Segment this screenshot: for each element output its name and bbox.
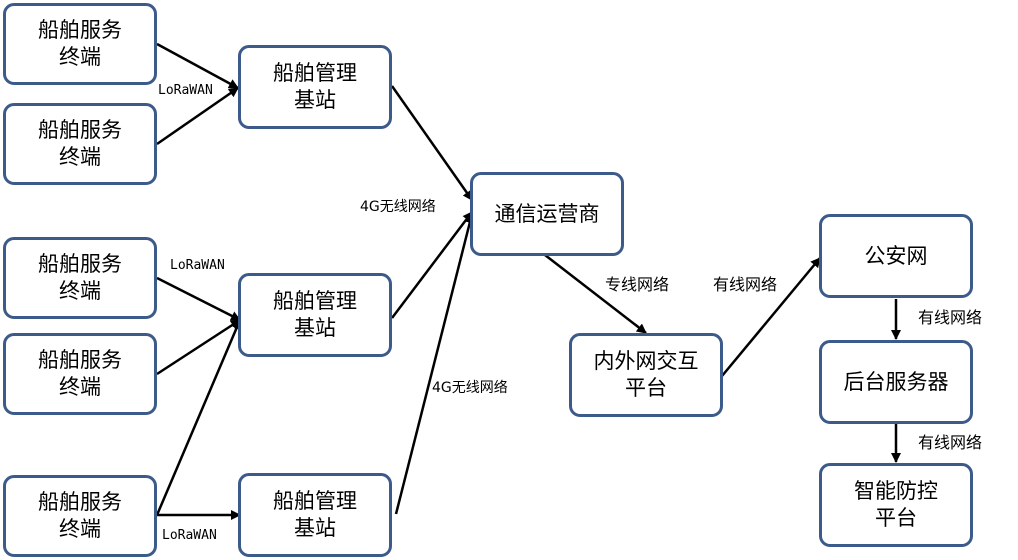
base-station-1: 船舶管理 基站: [238, 45, 392, 129]
edge-label-wired-1: 有线网络: [713, 275, 778, 294]
base-station-3: 船舶管理 基站: [238, 473, 392, 557]
smart-prevention-platform: 智能防控 平台: [819, 463, 973, 547]
edge-label-wired-3: 有线网络: [918, 433, 983, 452]
edge-label-lorawan-3: LoRaWAN: [162, 528, 217, 543]
edge-terminal-5-to-station-2: [155, 319, 242, 516]
ship-terminal-5: 船舶服务 终端: [3, 475, 157, 557]
edge-label-dedicated-line: 专线网络: [605, 275, 670, 294]
ship-terminal-2: 船舶服务 终端: [3, 103, 157, 185]
police-network: 公安网: [819, 214, 973, 298]
ship-terminal-1: 船舶服务 终端: [3, 3, 157, 85]
ship-terminal-3: 船舶服务 终端: [3, 237, 157, 319]
edge-label-lorawan-2: LoRaWAN: [170, 258, 225, 273]
edge-label-4g-wireless-1: 4G无线网络: [360, 199, 436, 215]
edge-station-1-to-carrier: [390, 85, 474, 201]
edge-station-3-to-carrier: [394, 213, 475, 515]
base-station-2: 船舶管理 基站: [238, 273, 392, 357]
edge-gateway-to-police-net: [721, 257, 821, 377]
edge-terminal-1-to-station-1: [156, 42, 239, 90]
edge-carrier-to-gateway: [544, 254, 647, 334]
edge-label-4g-wireless-2: 4G无线网络: [432, 380, 508, 396]
telecom-carrier: 通信运营商: [470, 172, 624, 256]
intranet-extranet-platform: 内外网交互 平台: [569, 333, 723, 417]
ship-terminal-4: 船舶服务 终端: [3, 333, 157, 415]
edge-label-lorawan-1: LoRaWAN: [158, 83, 213, 98]
edge-terminal-4-to-station-2: [156, 318, 241, 376]
edge-station-2-to-carrier: [391, 211, 473, 319]
edge-terminal-3-to-station-2: [156, 276, 241, 322]
edge-label-wired-2: 有线网络: [918, 308, 983, 327]
backend-server: 后台服务器: [819, 340, 973, 424]
edge-terminal-2-to-station-1: [156, 86, 239, 146]
